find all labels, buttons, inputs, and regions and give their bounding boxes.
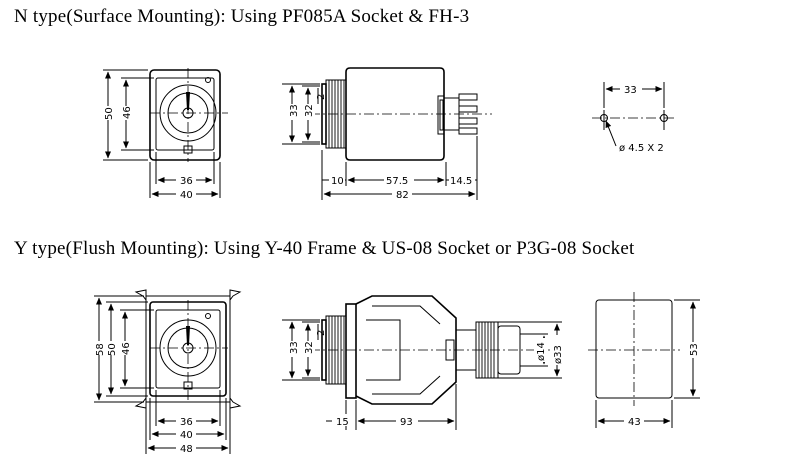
y-front-height-inner: 46	[121, 342, 132, 355]
n-side-rear: 14.5	[450, 176, 472, 187]
n-side-height-outer: 33	[289, 104, 300, 117]
hole-spec: ø 4.5 X 2	[619, 143, 664, 154]
n-side-body: 57.5	[386, 176, 408, 187]
n-type-heading: N type(Surface Mounting): Using PF085A S…	[14, 6, 470, 27]
y-side-height-outer: 33	[289, 341, 300, 354]
n-mounting-holes: 33 ø 4.5 X 2	[592, 82, 676, 154]
n-front-height-outer: 50	[104, 107, 115, 120]
n-front-height-inner: 46	[122, 106, 133, 119]
y-front-width-inner: 36	[180, 417, 193, 428]
y-side-front: 15	[336, 417, 349, 428]
y-side-dia-large: ø33	[553, 345, 564, 364]
hole-spacing: 33	[624, 85, 637, 96]
y-panel-cutout: 53 43	[588, 292, 700, 428]
n-side-total: 82	[396, 190, 409, 201]
y-side-dia-small: ø14	[536, 342, 547, 361]
n-side-front: 10	[331, 176, 344, 187]
n-front-width-inner: 36	[180, 176, 193, 187]
cutout-width: 43	[628, 417, 641, 428]
n-side-view: 33 32 2 10 57.5 14.5 82	[282, 67, 492, 201]
y-type-heading: Y type(Flush Mounting): Using Y-40 Frame…	[14, 238, 635, 259]
y-front-view: 58 50 46 36 40 48	[91, 289, 242, 455]
y-side-depth: 93	[400, 417, 413, 428]
y-front-height-outer: 50	[107, 343, 118, 356]
y-side-height-inner: 32	[304, 341, 315, 354]
n-front-view: 50 46 36 40	[100, 68, 228, 201]
n-front-width-outer: 40	[180, 190, 193, 201]
y-front-width-frame: 48	[180, 444, 193, 455]
y-side-view: 33 32 2 ø14 ø33 15 93	[282, 295, 564, 430]
y-side-knob-offset: 2	[316, 330, 327, 336]
y-front-height-frame: 58	[95, 343, 106, 356]
cutout-height: 53	[689, 343, 700, 356]
n-side-height-inner: 32	[304, 104, 315, 117]
y-front-width-outer: 40	[180, 430, 193, 441]
n-side-knob-offset: 2	[316, 94, 327, 100]
